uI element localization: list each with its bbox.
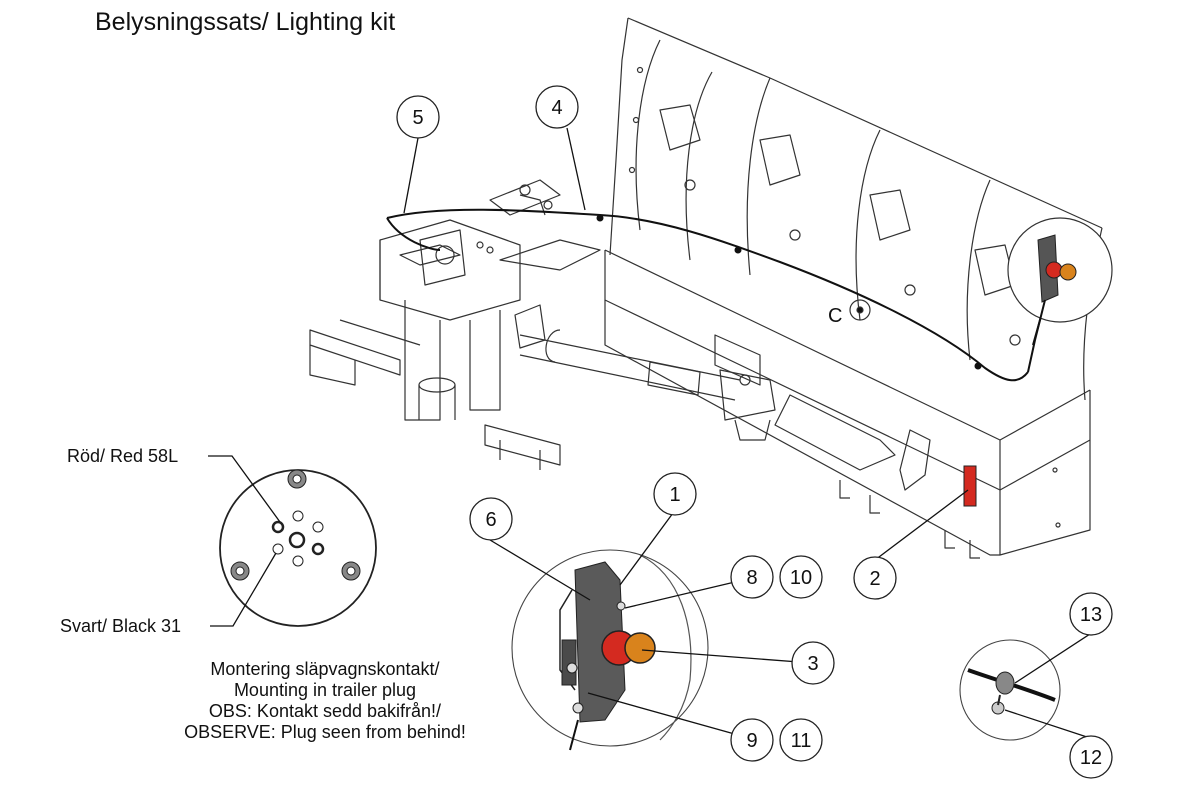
svg-text:5: 5 — [412, 107, 423, 129]
svg-text:10: 10 — [790, 567, 812, 589]
black-31-label: Svart/ Black 31 — [60, 616, 181, 636]
svg-text:4: 4 — [551, 97, 562, 119]
wiring-harness — [386, 208, 1046, 382]
point-c-marker — [849, 299, 871, 321]
note-line-2: Mounting in trailer plug — [233, 680, 417, 700]
pin-red-58l — [271, 520, 285, 534]
svg-text:11: 11 — [791, 730, 812, 752]
callout-6: 6 — [469, 497, 513, 541]
callout-8: 8 — [730, 555, 774, 599]
callout-5: 5 — [396, 95, 440, 139]
callouts: 1 2 3 4 5 6 8 9 10 11 12 13 — [396, 85, 1113, 779]
svg-text:2: 2 — [869, 568, 880, 590]
trailer-plug — [219, 469, 377, 627]
callout-1: 1 — [653, 472, 697, 516]
lamp-detail-large — [511, 549, 709, 751]
point-c-label: C — [828, 305, 842, 327]
svg-text:3: 3 — [807, 653, 818, 675]
svg-text:8: 8 — [746, 567, 757, 589]
plow-frame — [309, 179, 776, 470]
lamp-detail-top — [1007, 217, 1113, 346]
amber-lamp — [624, 632, 656, 664]
svg-text:13: 13 — [1080, 604, 1102, 626]
callout-10: 10 — [779, 555, 823, 599]
svg-text:1: 1 — [669, 484, 680, 506]
callout-12: 12 — [1069, 735, 1113, 779]
page-title: Belysningssats/ Lighting kit — [95, 8, 396, 36]
callout-2: 2 — [853, 556, 897, 600]
svg-text:6: 6 — [485, 509, 496, 531]
reflector — [963, 465, 977, 507]
red-lamp-small — [1045, 261, 1063, 279]
callout-4: 4 — [535, 85, 579, 129]
callout-3: 3 — [791, 641, 835, 685]
trailer-plug-note: Montering släpvagnskontakt/ Mounting in … — [130, 659, 520, 743]
red-58l-label: Röd/ Red 58L — [67, 446, 178, 466]
amber-lamp-small — [1059, 263, 1077, 281]
cable-clamp-detail — [959, 639, 1061, 741]
callout-13: 13 — [1069, 592, 1113, 636]
svg-text:12: 12 — [1080, 747, 1102, 769]
note-line-4: OBSERVE: Plug seen from behind! — [184, 722, 466, 742]
leader-lines — [208, 127, 1091, 741]
callout-11: 11 — [779, 718, 823, 762]
pin-black-31 — [272, 543, 284, 555]
mounting-bracket — [574, 561, 626, 723]
svg-text:9: 9 — [746, 730, 757, 752]
callout-9: 9 — [730, 718, 774, 762]
note-line-3: OBS: Kontakt sedd bakifrån!/ — [208, 701, 442, 721]
note-line-1: Montering släpvagnskontakt/ — [210, 659, 440, 679]
